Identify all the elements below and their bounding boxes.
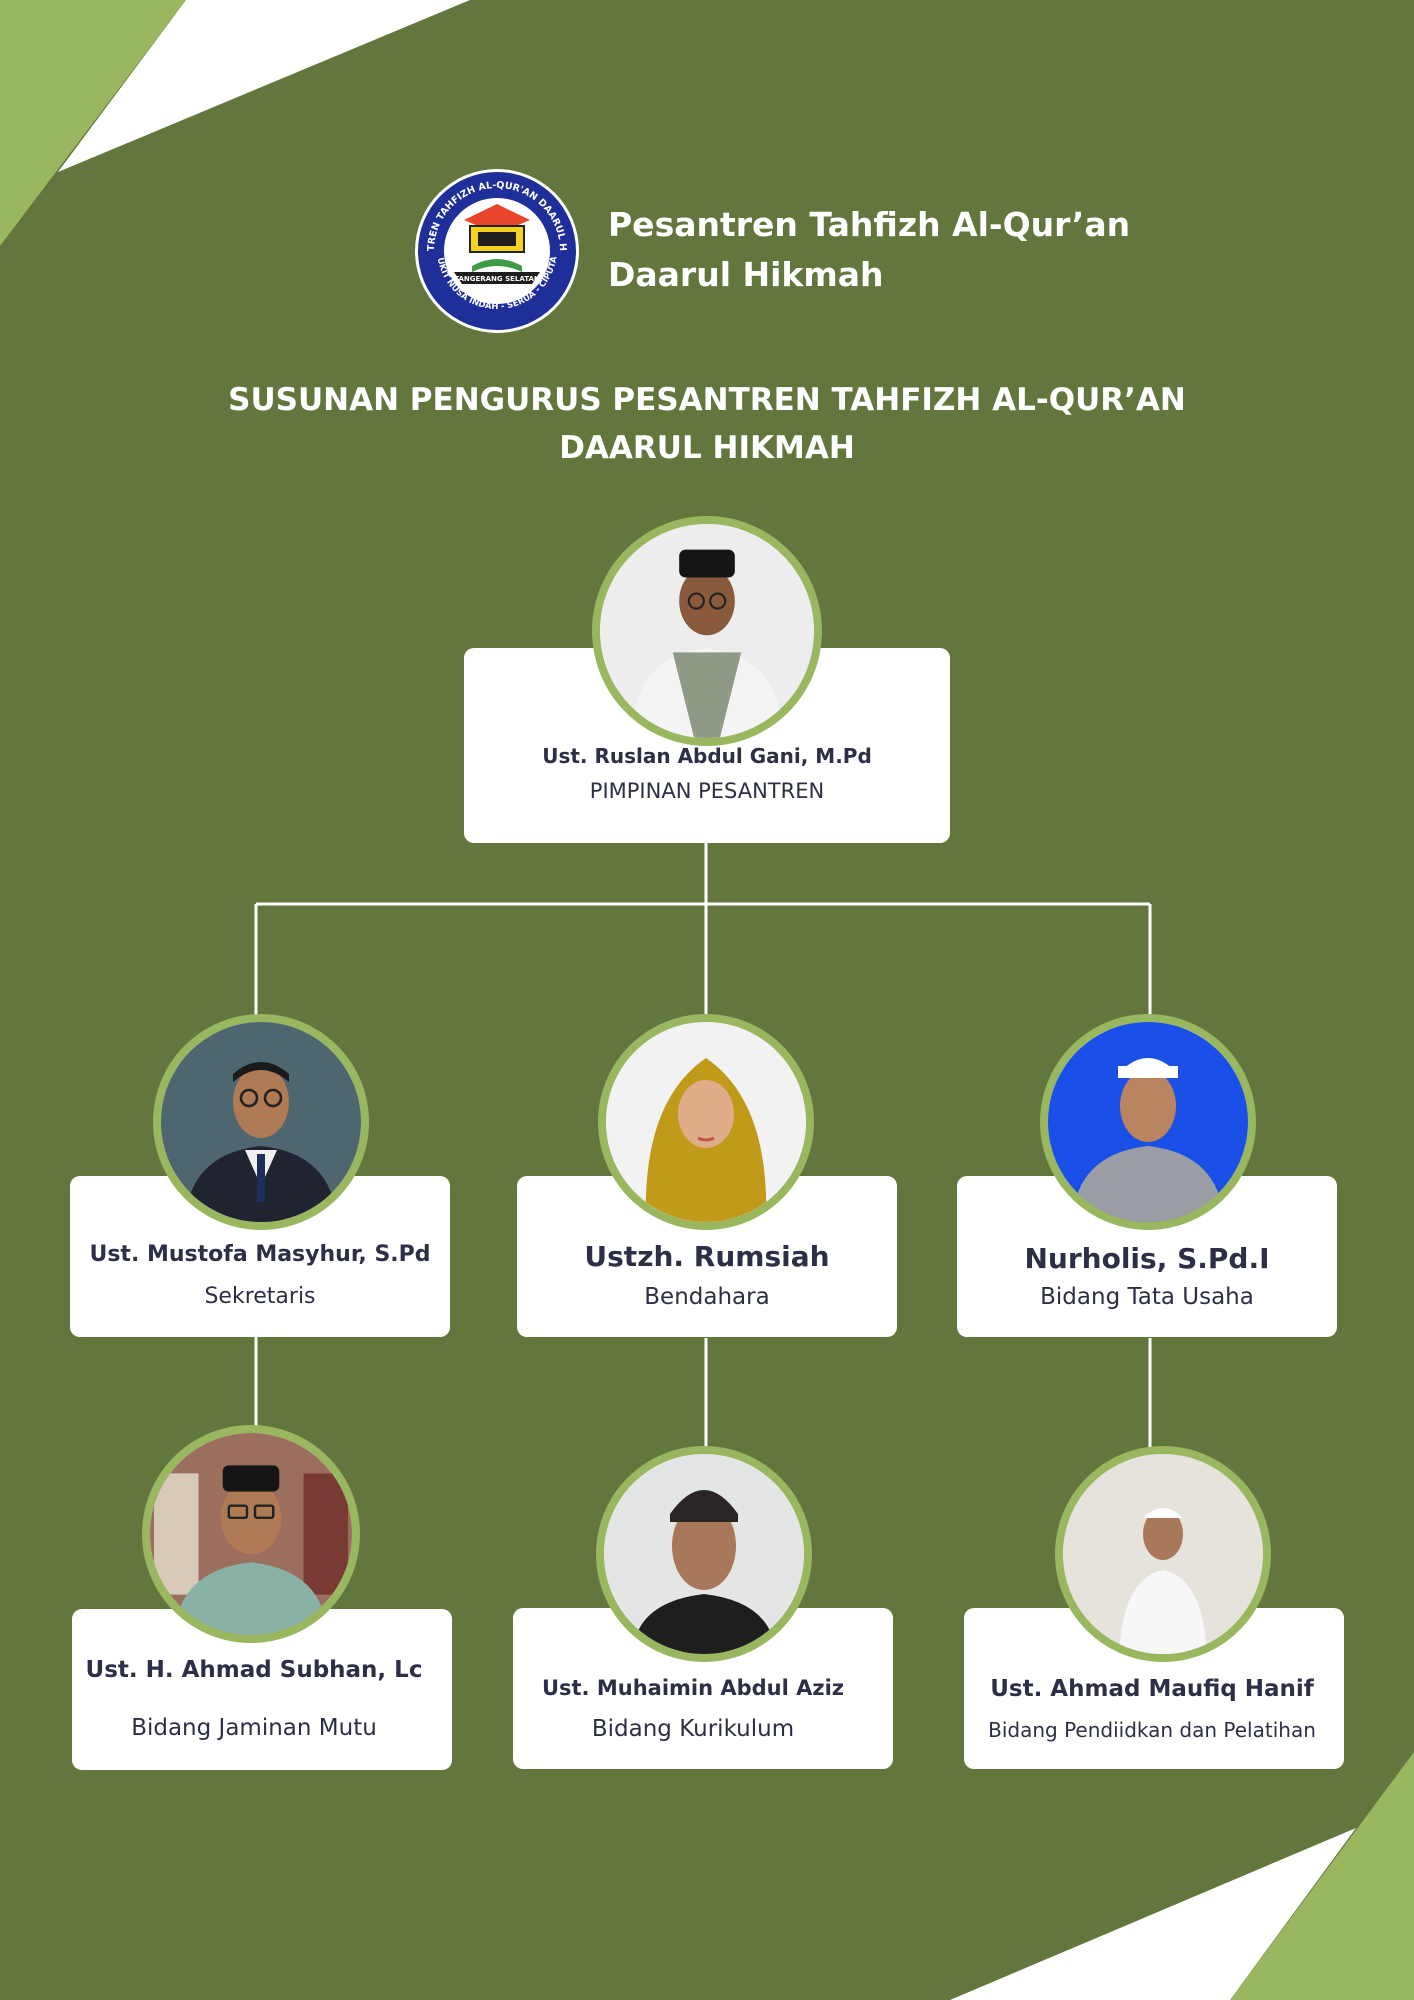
school-seal-logo: PESANTREN TAHFIZH AL-QUR'AN DAARUL HIKMA… [409, 160, 580, 334]
organization-name: Pesantren Tahfizh Al-Qur’an Daarul Hikma… [608, 200, 1130, 300]
member-name: Ust. Ruslan Abdul Gani, M.Pd [542, 744, 872, 768]
member-photo [596, 1446, 812, 1662]
member-role: Bidang Jaminan Mutu [131, 1715, 377, 1741]
member-role: Bidang Kurikulum [591, 1716, 795, 1742]
member-photo [598, 1014, 814, 1230]
member-name: Ust. H. Ahmad Subhan, Lc [85, 1657, 423, 1683]
member-name: Ust. Ahmad Maufiq Hanif [990, 1676, 1314, 1702]
member-photo [1055, 1446, 1271, 1662]
organization-name-line2: Daarul Hikmah [608, 255, 884, 294]
header: PESANTREN TAHFIZH AL-QUR'AN DAARUL HIKMA… [409, 160, 1130, 336]
member-role: Sekretaris [204, 1284, 316, 1309]
member-photo [142, 1425, 360, 1643]
member-name: Ust. Muhaimin Abdul Aziz [541, 1676, 845, 1700]
member-role: Bidang Tata Usaha [1040, 1284, 1254, 1310]
page-title-line2: DAARUL HIKMAH [559, 430, 855, 466]
svg-text:TANGERANG SELATAN: TANGERANG SELATAN [454, 275, 540, 283]
member-role: PIMPINAN PESANTREN [589, 779, 825, 803]
member-photo [1040, 1014, 1256, 1230]
page-title: SUSUNAN PENGURUS PESANTREN TAHFIZH AL-QU… [200, 376, 1214, 472]
member-name: Ust. Mustofa Masyhur, S.Pd [89, 1242, 431, 1267]
member-name: Ustzh. Rumsiah [584, 1240, 830, 1273]
organization-name-line1: Pesantren Tahfizh Al-Qur’an [608, 205, 1131, 244]
member-photo [153, 1014, 369, 1230]
member-role: Bidang Pendiidkan dan Pelatihan [988, 1718, 1316, 1742]
page-title-line1: SUSUNAN PENGURUS PESANTREN TAHFIZH AL-QU… [228, 382, 1186, 418]
member-role: Bendahara [644, 1284, 770, 1310]
member-photo [592, 516, 822, 746]
member-name: Nurholis, S.Pd.I [1024, 1242, 1270, 1275]
